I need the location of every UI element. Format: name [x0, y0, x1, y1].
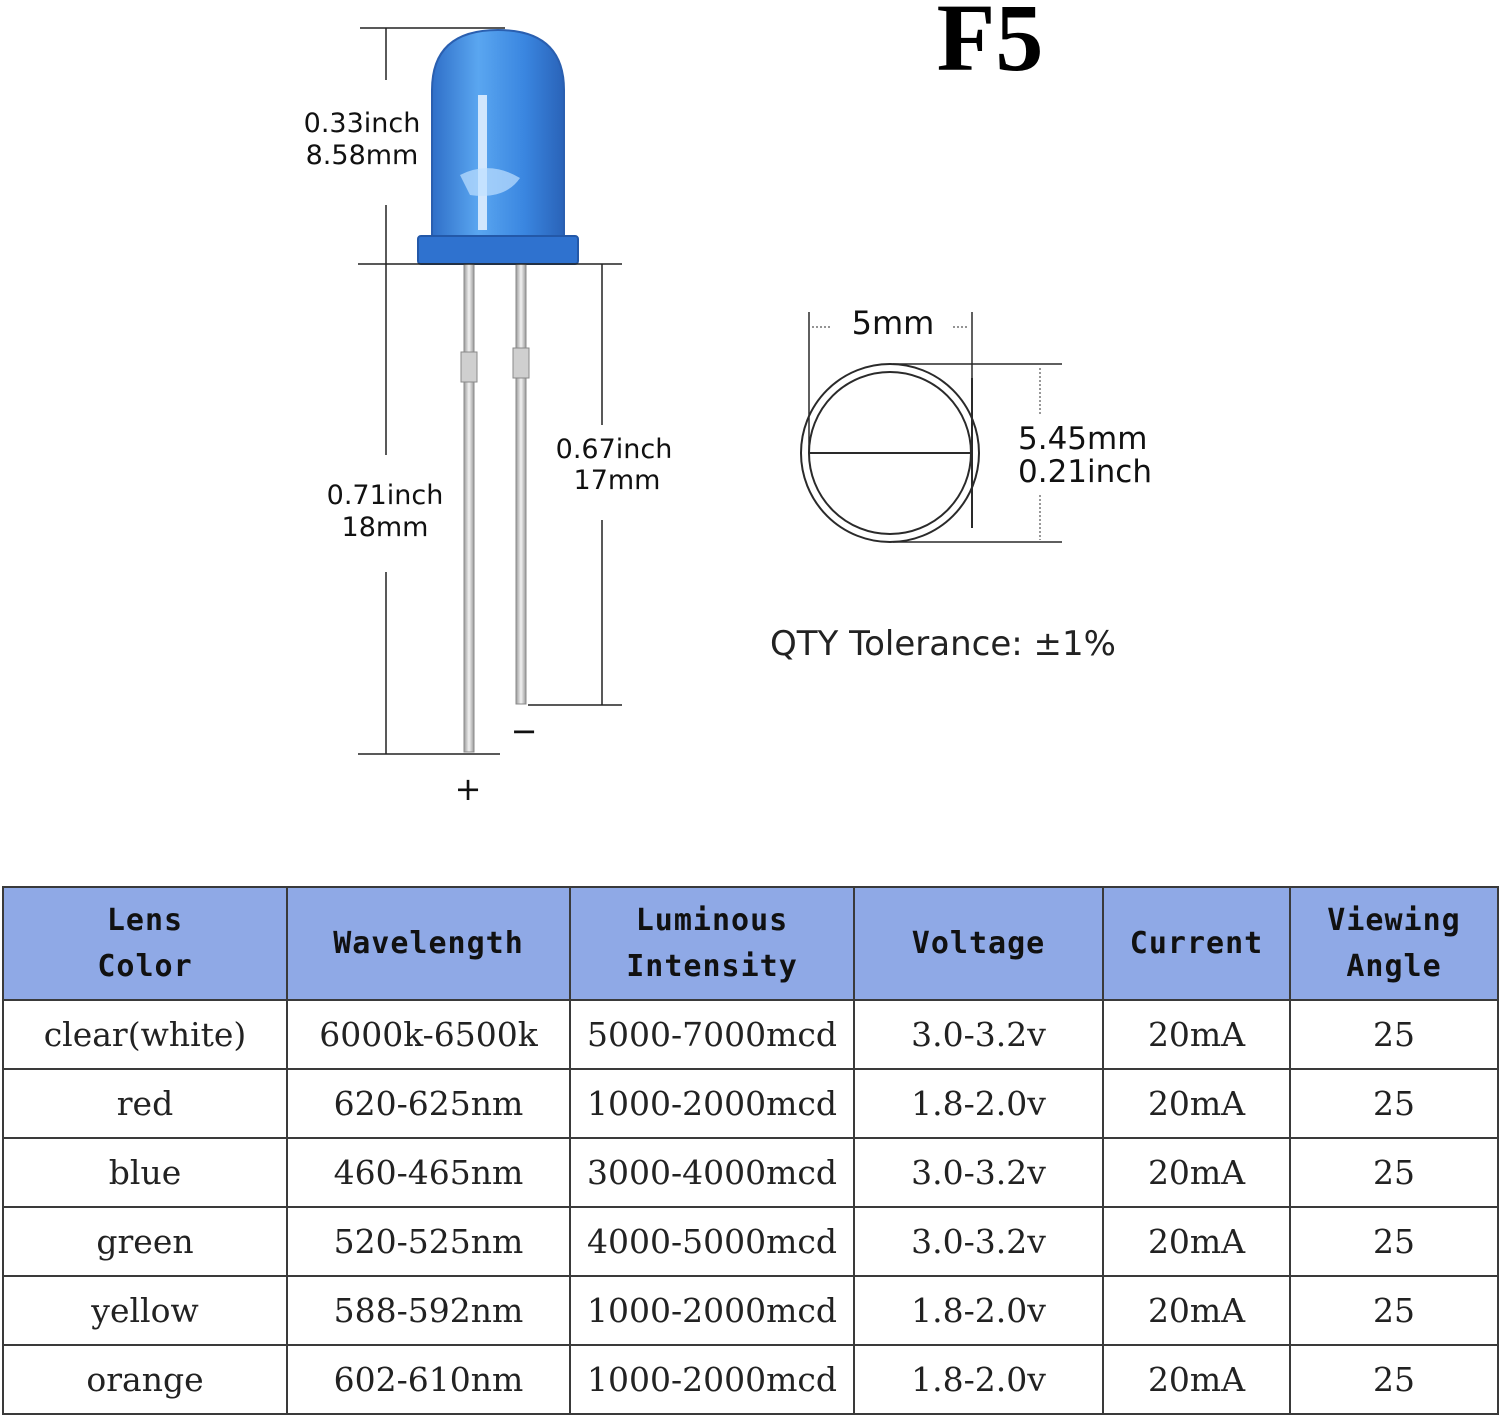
cell-wavelength: 602-610nm	[286, 1344, 571, 1415]
head-height-mm-label: 8.58mm	[306, 140, 419, 171]
header-wavelength-line: Wavelength	[333, 925, 524, 961]
header-luminous-intensity-line: Intensity	[626, 948, 798, 984]
cell-luminous-intensity: 1000-2000mcd	[569, 1344, 855, 1415]
dimension-lines	[358, 27, 622, 755]
title: F5	[937, 0, 1044, 91]
led-flange	[417, 235, 579, 265]
led-dome-highlight	[478, 95, 487, 230]
cell-lens-color: red	[2, 1068, 288, 1139]
cell-current: 20mA	[1102, 1068, 1291, 1139]
cell-luminous-intensity: 3000-4000mcd	[569, 1137, 855, 1208]
cell-luminous-intensity: 4000-5000mcd	[569, 1206, 855, 1277]
flange-mm-label: 5.45mm	[1018, 421, 1147, 457]
cell-viewing-angle: 25	[1289, 1206, 1499, 1277]
cell-current: 20mA	[1102, 1206, 1291, 1277]
diameter-label: 5mm	[852, 304, 935, 342]
short-lead-mm-label: 17mm	[574, 465, 661, 496]
cell-lens-color: orange	[2, 1344, 288, 1415]
header-voltage: Voltage	[853, 886, 1104, 1001]
led-lead-kink-negative	[512, 347, 530, 379]
led-lead-negative	[515, 263, 527, 705]
cell-luminous-intensity: 1000-2000mcd	[569, 1068, 855, 1139]
long-lead-mm-label: 18mm	[342, 512, 429, 543]
led-dome-die	[460, 168, 520, 196]
header-luminous-intensity-line: Luminous	[635, 902, 789, 938]
header-wavelength: Wavelength	[286, 886, 571, 1001]
cell-voltage: 1.8-2.0v	[853, 1275, 1104, 1346]
cell-luminous-intensity: 5000-7000mcd	[569, 999, 855, 1070]
header-current-line: Current	[1129, 925, 1264, 961]
cell-lens-color: clear(white)	[2, 999, 288, 1070]
cell-wavelength: 620-625nm	[286, 1068, 571, 1139]
cell-voltage: 3.0-3.2v	[853, 1137, 1104, 1208]
cell-voltage: 1.8-2.0v	[853, 1344, 1104, 1415]
cell-wavelength: 460-465nm	[286, 1137, 571, 1208]
cell-wavelength: 6000k-6500k	[286, 999, 571, 1070]
cell-voltage: 1.8-2.0v	[853, 1068, 1104, 1139]
cell-current: 20mA	[1102, 1275, 1291, 1346]
cell-viewing-angle: 25	[1289, 1344, 1499, 1415]
positive-lead-label: +	[455, 770, 482, 808]
led-diagram: F5 0.33inch 8.58mm 0.71inch 18mm 0.67inc…	[304, 0, 1152, 808]
led-lead-positive	[463, 263, 475, 753]
flange-inch-label: 0.21inch	[1018, 454, 1152, 490]
led-illustration	[417, 28, 579, 753]
cell-wavelength: 520-525nm	[286, 1206, 571, 1277]
long-lead-inch-label: 0.71inch	[327, 480, 444, 511]
head-height-inch-label: 0.33inch	[304, 108, 421, 139]
short-lead-inch-label: 0.67inch	[556, 434, 673, 465]
cell-wavelength: 588-592nm	[286, 1275, 571, 1346]
cell-voltage: 3.0-3.2v	[853, 1206, 1104, 1277]
cell-viewing-angle: 25	[1289, 999, 1499, 1070]
led-lead-kink-positive	[460, 351, 478, 383]
led-dome	[431, 28, 565, 239]
header-viewing-angle-line: Angle	[1346, 948, 1442, 984]
header-lens-color-line: Lens	[106, 902, 184, 938]
header-voltage-line: Voltage	[911, 925, 1046, 961]
negative-lead-label: −	[511, 712, 538, 750]
cell-voltage: 3.0-3.2v	[853, 999, 1104, 1070]
cell-lens-color: yellow	[2, 1275, 288, 1346]
header-viewing-angle-line: Viewing	[1327, 902, 1461, 938]
cell-viewing-angle: 25	[1289, 1275, 1499, 1346]
cell-luminous-intensity: 1000-2000mcd	[569, 1275, 855, 1346]
cell-current: 20mA	[1102, 1344, 1291, 1415]
cell-viewing-angle: 25	[1289, 1137, 1499, 1208]
cell-lens-color: blue	[2, 1137, 288, 1208]
header-lens-color-line: Color	[97, 948, 193, 984]
led-top-view	[800, 312, 1062, 543]
header-current: Current	[1102, 886, 1291, 1001]
cell-lens-color: green	[2, 1206, 288, 1277]
qty-tolerance: QTY Tolerance: ±1%	[770, 624, 1116, 664]
cell-current: 20mA	[1102, 999, 1291, 1070]
cell-viewing-angle: 25	[1289, 1068, 1499, 1139]
cell-current: 20mA	[1102, 1137, 1291, 1208]
